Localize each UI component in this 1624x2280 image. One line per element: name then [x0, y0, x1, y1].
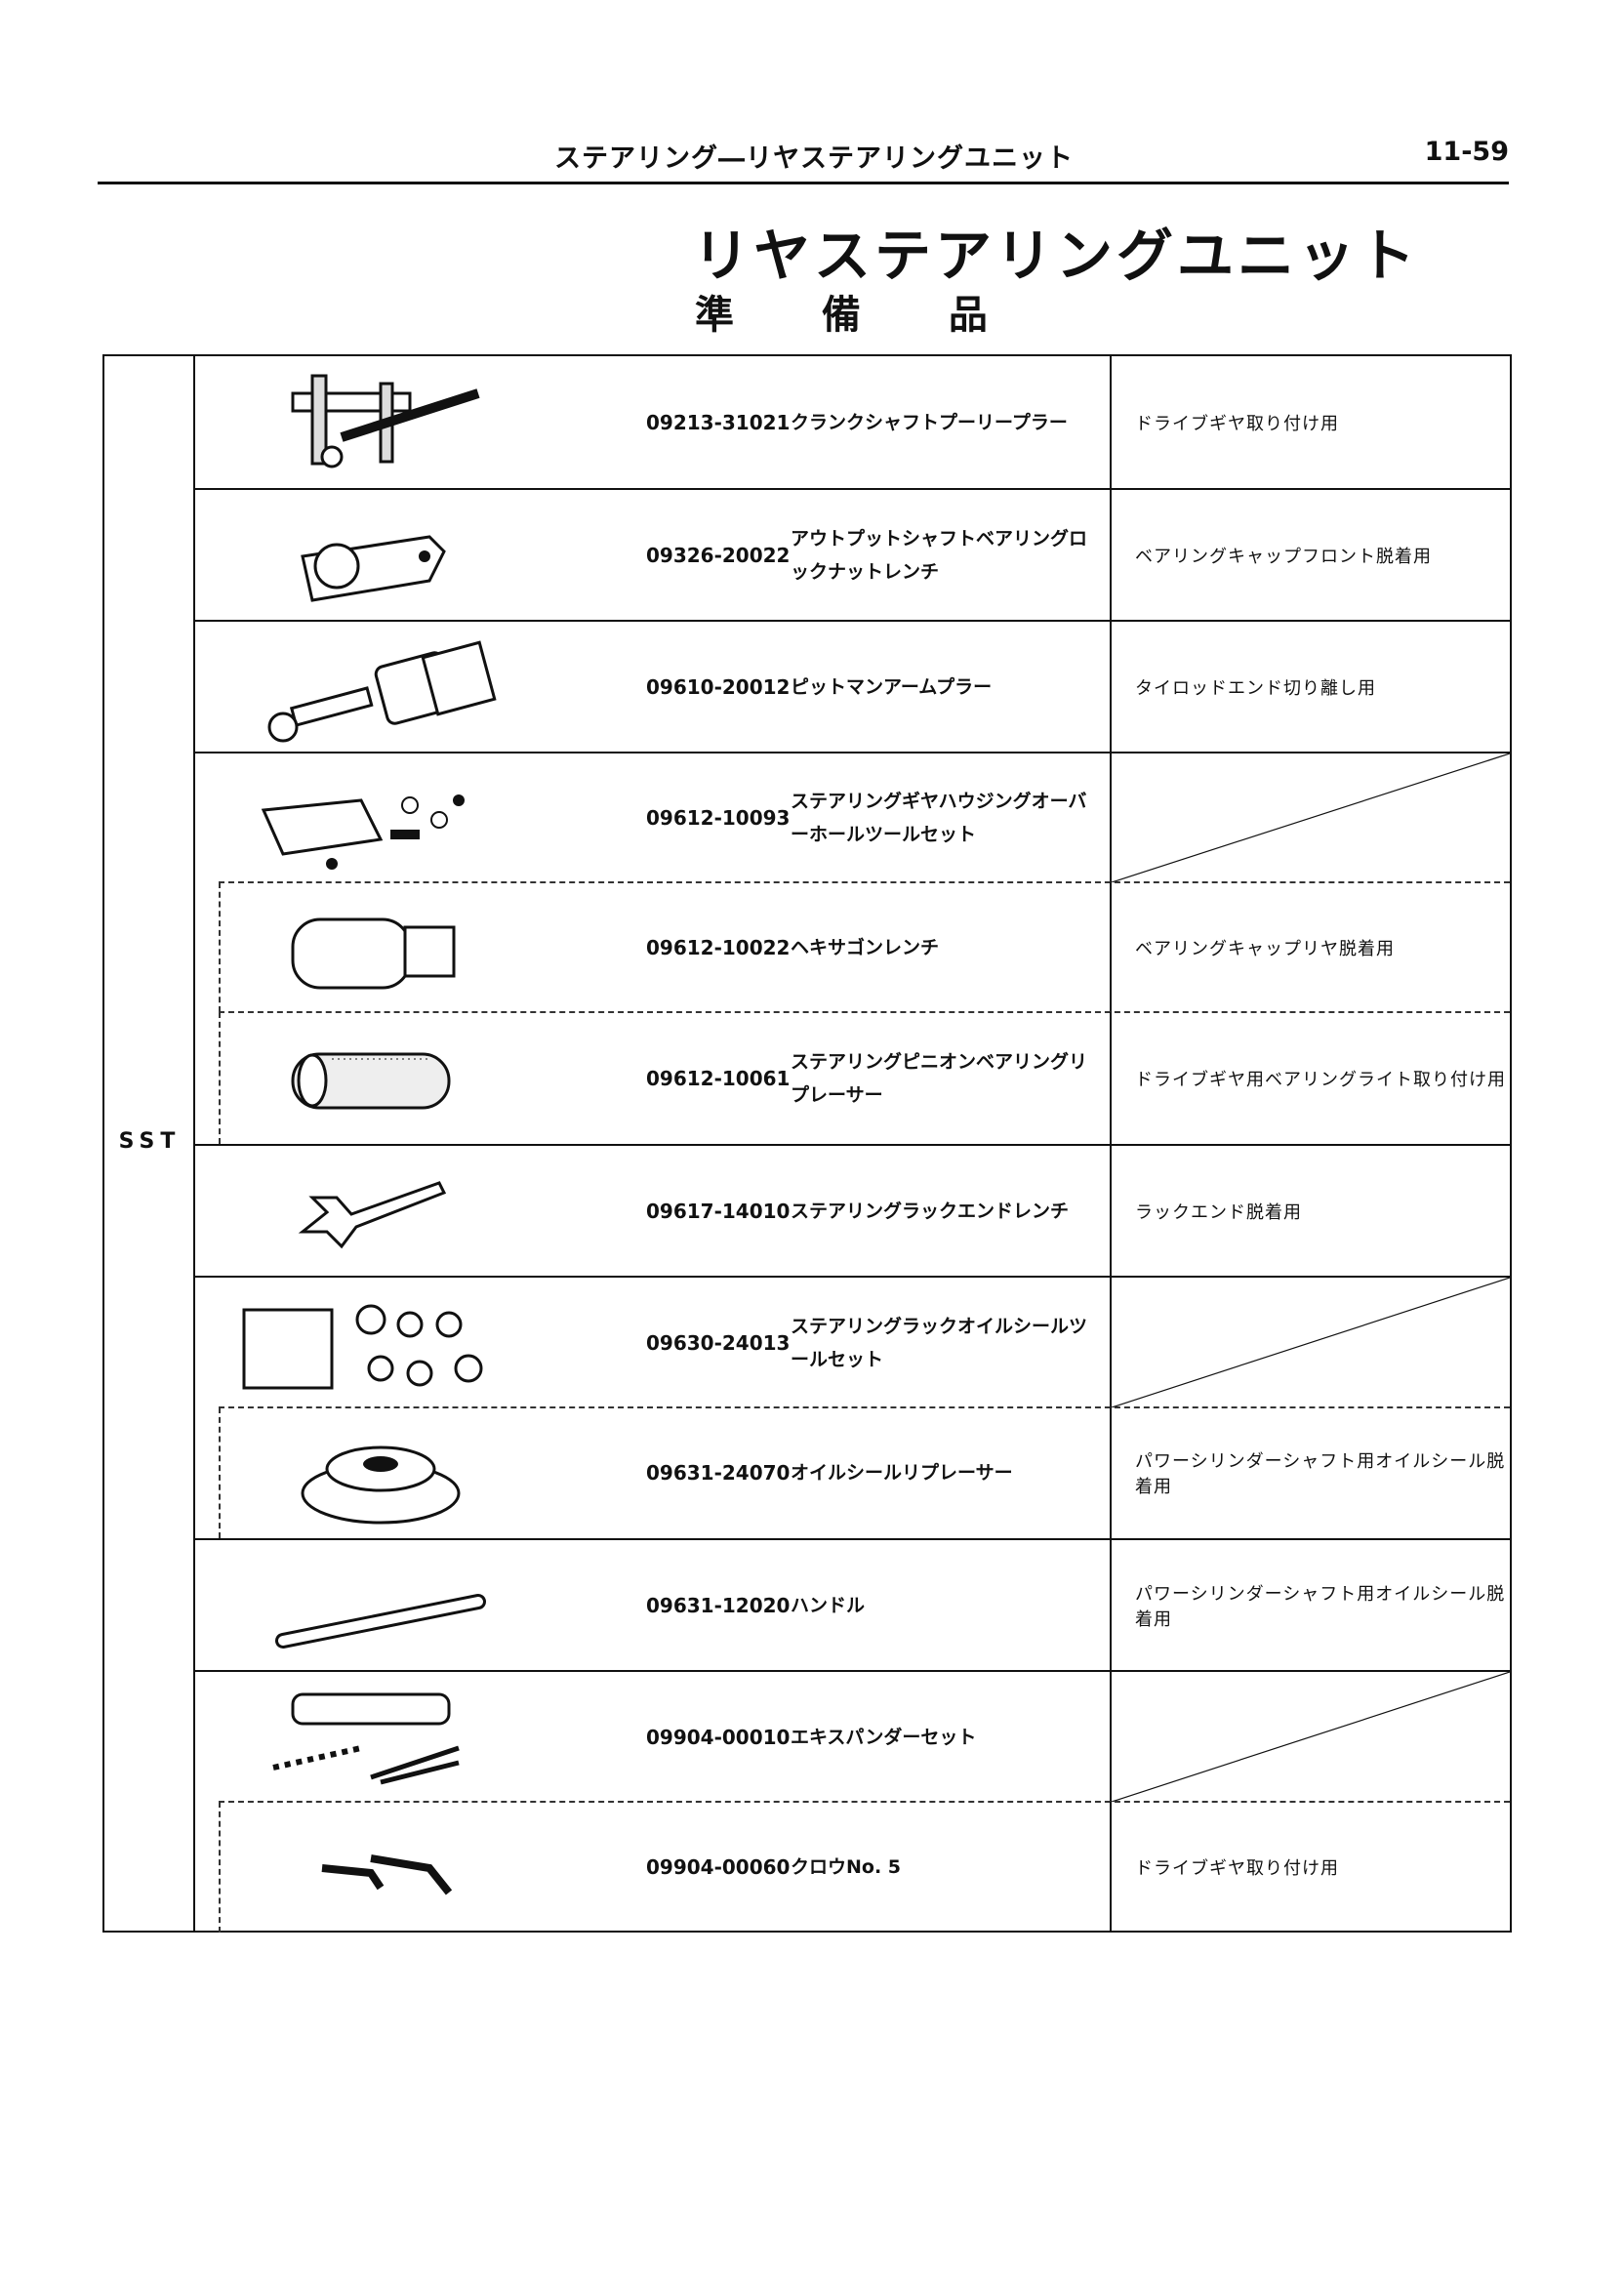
usage-cell: ドライブギヤ取り付け用	[1110, 1802, 1510, 1933]
seal-replacer-icon	[301, 1445, 461, 1525]
usage-cell: ベアリングキャップリヤ脱着用	[1110, 882, 1510, 1012]
part-number: 09904-00010	[646, 1725, 791, 1749]
usage-text: タイロッドエンド切り離し用	[1135, 677, 1376, 699]
tool-name: オイルシールリプレーサー	[791, 1462, 1013, 1484]
usage-text: パワーシリンダーシャフト用オイルシール脱着用	[1135, 1583, 1506, 1630]
part-number: 09326-20022	[646, 543, 791, 567]
usage-cell: ベアリングキャップフロント脱着用	[1110, 490, 1510, 620]
tool-name: ステアリングラックエンドレンチ	[791, 1200, 1070, 1222]
not-applicable-diagonal	[1112, 1278, 1510, 1407]
tool-name: アウトプットシャフトベアリングロックナットレンチ	[791, 527, 1088, 583]
claw-icon	[321, 1854, 453, 1895]
part-number: 09213-31021	[646, 410, 791, 434]
section-header-title: ステアリング―リヤステアリングユニット	[554, 143, 1074, 174]
usage-text: ベアリングキャップフロント脱着用	[1135, 546, 1432, 567]
usage-text: ベアリングキャップリヤ脱着用	[1135, 938, 1395, 959]
page-subtitle: 準 備 品	[695, 293, 1025, 338]
tool-name: ハンドル	[791, 1594, 866, 1616]
usage-cell: ドライブギヤ取り付け用	[1110, 356, 1510, 488]
part-number: 09631-12020	[646, 1593, 791, 1617]
part-number: 09617-14010	[646, 1199, 791, 1223]
part-number: 09612-10061	[646, 1066, 791, 1090]
usage-cell	[1110, 1672, 1510, 1802]
usage-text: ドライブギヤ取り付け用	[1135, 1858, 1339, 1879]
usage-cell: パワーシリンダーシャフト用オイルシール脱着用	[1110, 1407, 1510, 1538]
part-number: 09610-20012	[646, 674, 791, 699]
usage-text: ラックエンド脱着用	[1135, 1201, 1302, 1223]
usage-text: パワーシリンダーシャフト用オイルシール脱着用	[1135, 1451, 1506, 1497]
tool-name: ステアリングピニオンベアリングリプレーサー	[791, 1050, 1088, 1106]
spanner-icon	[298, 1181, 447, 1249]
usage-cell: タイロッドエンド切り離し用	[1110, 622, 1510, 752]
tool-name: クランクシャフトプーリープラー	[791, 411, 1068, 433]
tool-name: ステアリングギヤハウジングオーバーホールツールセット	[791, 791, 1087, 845]
header-rule	[98, 182, 1509, 184]
not-applicable-diagonal	[1112, 753, 1510, 882]
pitman-puller-icon	[267, 640, 497, 743]
part-number: 09631-24070	[646, 1461, 791, 1485]
seal-tool-set-icon	[242, 1304, 483, 1390]
usage-cell	[1110, 753, 1510, 882]
tool-name: クロウNo. 5	[791, 1856, 902, 1878]
part-number: 09612-10022	[646, 935, 791, 959]
tool-name: ヘキサゴンレンチ	[791, 936, 940, 958]
puller-icon	[291, 374, 480, 468]
not-applicable-diagonal	[1112, 1672, 1510, 1802]
replacer-tube-icon	[291, 1052, 451, 1110]
usage-cell: ドライブギヤ用ベアリングライト取り付け用	[1110, 1012, 1510, 1144]
page-title: リヤステアリングユニット	[693, 223, 1420, 289]
tool-name: ステアリングラックオイルシールツールセット	[791, 1315, 1088, 1370]
page-number: 11-59	[1424, 137, 1509, 167]
usage-text: ドライブギヤ用ベアリングライト取り付け用	[1135, 1069, 1506, 1090]
usage-cell: ラックエンド脱着用	[1110, 1146, 1510, 1276]
handle-bar-icon	[275, 1594, 486, 1649]
part-number: 09612-10093	[646, 806, 791, 830]
ring-wrench-icon	[301, 535, 446, 602]
tool-name: エキスパンダーセット	[791, 1726, 977, 1748]
hex-wrench-icon	[291, 917, 456, 990]
expander-set-icon	[272, 1692, 460, 1785]
category-column: SST	[104, 356, 195, 1931]
usage-text: ドライブギヤ取り付け用	[1135, 413, 1339, 434]
tool-set-icon	[261, 794, 465, 870]
part-number: 09904-00060	[646, 1855, 791, 1879]
category-label: SST	[118, 1129, 182, 1154]
usage-cell	[1110, 1278, 1510, 1407]
tool-name: ピットマンアームプラー	[791, 675, 993, 698]
part-number: 09630-24013	[646, 1330, 791, 1355]
usage-cell: パワーシリンダーシャフト用オイルシール脱着用	[1110, 1540, 1510, 1670]
